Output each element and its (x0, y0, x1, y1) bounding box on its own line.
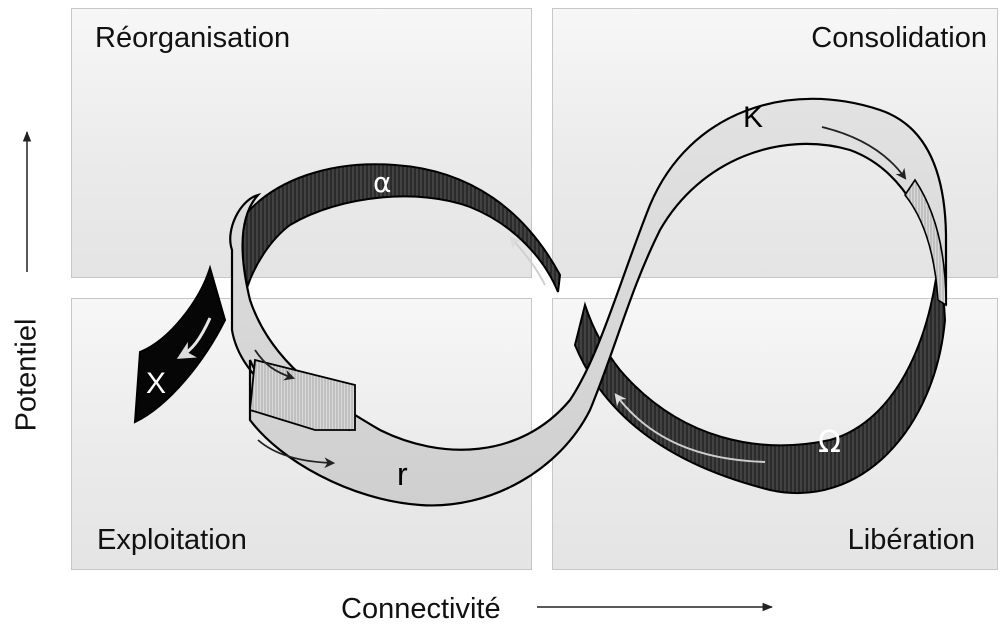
flow-arrow-x (176, 317, 212, 359)
flow-arrow-k (821, 126, 907, 180)
ribbon-back-omega (573, 239, 947, 495)
phase-label-omega: Ω (818, 425, 841, 460)
x-axis-label: Connectivité (341, 593, 501, 625)
flow-arrow-alpha (509, 236, 546, 286)
phase-label-k: K (743, 101, 763, 134)
flow-arrow-exploitation-upper (254, 349, 296, 381)
quadrant-reorganisation (71, 8, 532, 278)
ribbon-fold-left (249, 358, 356, 431)
y-axis-label: Potentiel (10, 318, 43, 432)
ribbon-fold-right (904, 178, 947, 307)
quadrant-label-consolidation: Consolidation (811, 22, 987, 54)
quadrant-label-reorganisation: Réorganisation (95, 22, 291, 54)
phase-label-alpha: α (373, 166, 391, 199)
flow-arrow-omega (614, 393, 766, 463)
ribbon-back-alpha (230, 163, 562, 293)
quadrant-label-exploitation: Exploitation (97, 524, 247, 556)
quadrant-label-liberation: Libération (847, 524, 975, 556)
phase-label-x: X (146, 367, 166, 400)
phase-label-r: r (397, 456, 408, 492)
flow-arrow-exploitation-lower (257, 439, 336, 469)
